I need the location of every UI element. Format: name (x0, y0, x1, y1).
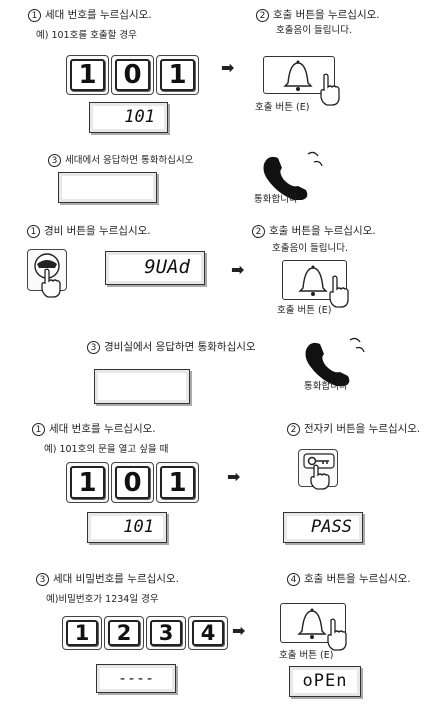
bell-icon (297, 608, 327, 639)
pointing-hand-icon (329, 275, 349, 308)
step-number-badge: 3 (87, 340, 100, 354)
step-number-badge: 1 (28, 8, 41, 22)
keypad-key-1b[interactable]: 1 (160, 466, 195, 499)
keypad-key-3[interactable]: 3 (150, 620, 182, 646)
s2-step2-title: 2 호출 버튼을 누르십시오. (252, 223, 376, 238)
lcd-password-display: ---- (96, 664, 176, 693)
keypad-key-2[interactable]: 2 (108, 620, 140, 646)
lcd-guard-display: 9UAd (105, 251, 205, 285)
s3-step3-title-text: 세대 비밀번호를 누르십시오. (53, 573, 179, 585)
call-button-label: 호출 버튼 (E) (277, 305, 332, 316)
s3-step4-title: 4 호출 버튼을 누르십시오. (287, 571, 411, 586)
talk-label: 통화합니다 (254, 194, 298, 205)
s2-step2-title-text: 호출 버튼을 누르십시오. (269, 225, 376, 237)
keypad-key-0[interactable]: 0 (115, 59, 150, 91)
call-button-label: 호출 버튼 (E) (255, 102, 310, 113)
right-arrow-icon: ➡ (227, 467, 241, 486)
blank-display (94, 369, 190, 404)
s1-step1-title: 1 세대 번호를 누르십시오. (28, 7, 152, 22)
bell-icon (283, 60, 313, 91)
right-arrow-icon: ➡ (231, 260, 245, 279)
s1-step2-title: 2 호출 버튼을 누르십시오. (256, 7, 380, 22)
s3-step2-title: 2 전자키 버튼을 누르십시오. (287, 421, 420, 436)
right-arrow-icon: ➡ (232, 621, 246, 640)
keypad-key-1[interactable]: 1 (70, 59, 105, 91)
s3-step3-title: 3 세대 비밀번호를 누르십시오. (36, 571, 179, 586)
s1-step3-title: 3 세대에서 응답하면 통화하십시오 (48, 152, 193, 167)
s1-step3-title-text: 세대에서 응답하면 통화하십시오 (65, 155, 194, 166)
s3-step1-example: 예) 101호의 문을 열고 싶을 때 (44, 444, 169, 455)
s2-step3-title-text: 경비실에서 응답하면 통화하십시오 (104, 341, 256, 353)
step-number-badge: 1 (27, 224, 40, 238)
talk-label: 통화합니다 (304, 381, 348, 392)
s1-step2-sub: 호출음이 들립니다. (276, 25, 352, 36)
s2-step2-sub: 호출음이 들립니다. (272, 243, 348, 254)
right-arrow-icon: ➡ (221, 58, 235, 77)
step-number-badge: 2 (256, 8, 269, 22)
keypad-key-1b[interactable]: 1 (160, 59, 195, 91)
step-number-badge: 3 (36, 572, 49, 586)
phone-handset-icon (305, 337, 365, 386)
call-button-label: 호출 버튼 (E) (279, 650, 334, 661)
pointing-hand-icon (327, 618, 347, 651)
s2-step1-title: 1 경비 버튼을 누르십시오. (27, 223, 151, 238)
phone-handset-icon (263, 151, 323, 200)
call-button[interactable] (280, 603, 347, 651)
lcd-display: 101 (89, 102, 168, 133)
bell-icon (298, 265, 328, 296)
lcd-pass-display: PASS (283, 512, 363, 543)
s3-step1-title-text: 세대 번호를 누르십시오. (49, 423, 156, 435)
keypad-key-1[interactable]: 1 (66, 620, 98, 646)
s1-step2-title-text: 호출 버튼을 누르십시오. (273, 9, 380, 21)
keypad-key-0[interactable]: 0 (115, 466, 150, 499)
step-number-badge: 2 (252, 224, 265, 238)
pointing-hand-icon (41, 268, 61, 298)
electronic-key-button[interactable] (298, 449, 338, 490)
key-icon (303, 453, 335, 469)
s3-step4-title-text: 호출 버튼을 누르십시오. (304, 573, 411, 585)
call-button[interactable] (263, 56, 340, 106)
s2-step3-title: 3 경비실에서 응답하면 통화하십시오 (87, 339, 256, 354)
call-button[interactable] (282, 260, 349, 308)
blank-display (58, 172, 157, 203)
step-number-badge: 4 (287, 572, 300, 586)
pointing-hand-icon (310, 464, 330, 490)
pointing-hand-icon (320, 73, 340, 106)
step-number-badge: 1 (32, 422, 45, 436)
s2-step1-title-text: 경비 버튼을 누르십시오. (44, 225, 151, 237)
step-number-badge: 2 (287, 422, 300, 436)
step-number-badge: 3 (48, 154, 61, 167)
keypad-key-4[interactable]: 4 (192, 620, 224, 646)
s3-step1-title: 1 세대 번호를 누르십시오. (32, 421, 156, 436)
guard-button[interactable] (27, 249, 67, 298)
s1-step1-example: 예) 101호를 호출할 경우 (36, 30, 137, 41)
s3-step2-title-text: 전자키 버튼을 누르십시오. (304, 423, 421, 435)
s3-step3-example: 예)비밀번호가 1234일 경우 (46, 594, 159, 605)
lcd-display: 101 (87, 512, 167, 543)
lcd-open-display: oPEn (289, 666, 361, 697)
s1-step1-title-text: 세대 번호를 누르십시오. (45, 9, 152, 21)
keypad-key-1[interactable]: 1 (70, 466, 105, 499)
